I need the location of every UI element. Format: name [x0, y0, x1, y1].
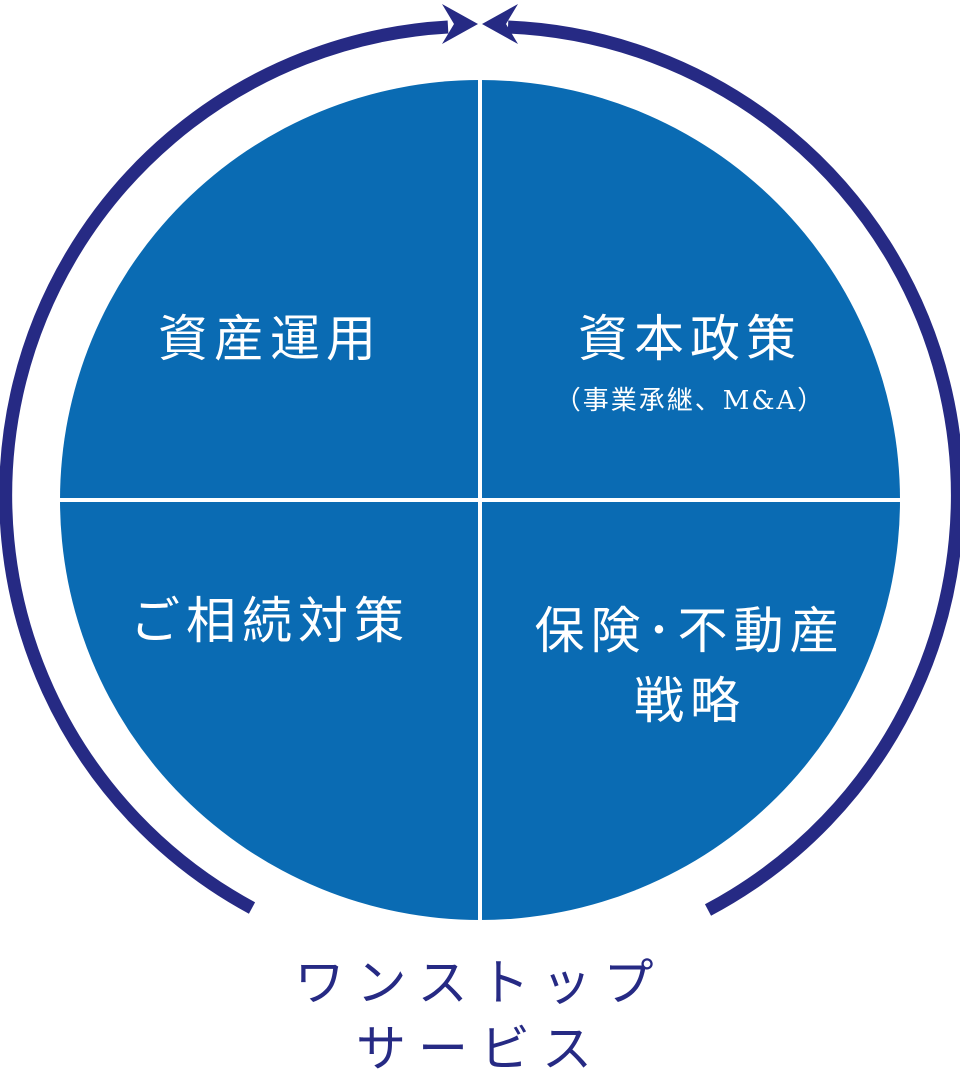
right-arrowhead-icon	[482, 4, 518, 44]
left-cycle-arc	[0, 20, 449, 914]
one-stop-service-caption: ワンストップ サービス	[0, 950, 960, 1082]
quadrant-insurance-real-estate: 保険･不動産 戦略	[480, 596, 900, 736]
left-arrowhead-icon	[442, 4, 478, 44]
quadrant-title: ご相続対策	[130, 592, 410, 650]
quadrant-title: 資本政策	[578, 310, 802, 368]
quadrant-title-line2: 戦略	[634, 672, 746, 730]
quadrant-title: 資産運用	[158, 310, 382, 368]
caption-line2: サービス	[356, 1020, 604, 1078]
right-cycle-arc	[507, 20, 960, 916]
quadrant-capital-policy: 資本政策 （事業承継、M&A）	[480, 314, 900, 414]
quadrant-title-line1: 保険･不動産	[534, 602, 846, 660]
caption-line1: ワンストップ	[294, 954, 666, 1012]
quadrant-subtitle: （事業承継、M&A）	[554, 386, 826, 416]
quadrant-asset-management: 資産運用	[60, 314, 480, 364]
quadrant-inheritance: ご相続対策	[60, 596, 480, 646]
